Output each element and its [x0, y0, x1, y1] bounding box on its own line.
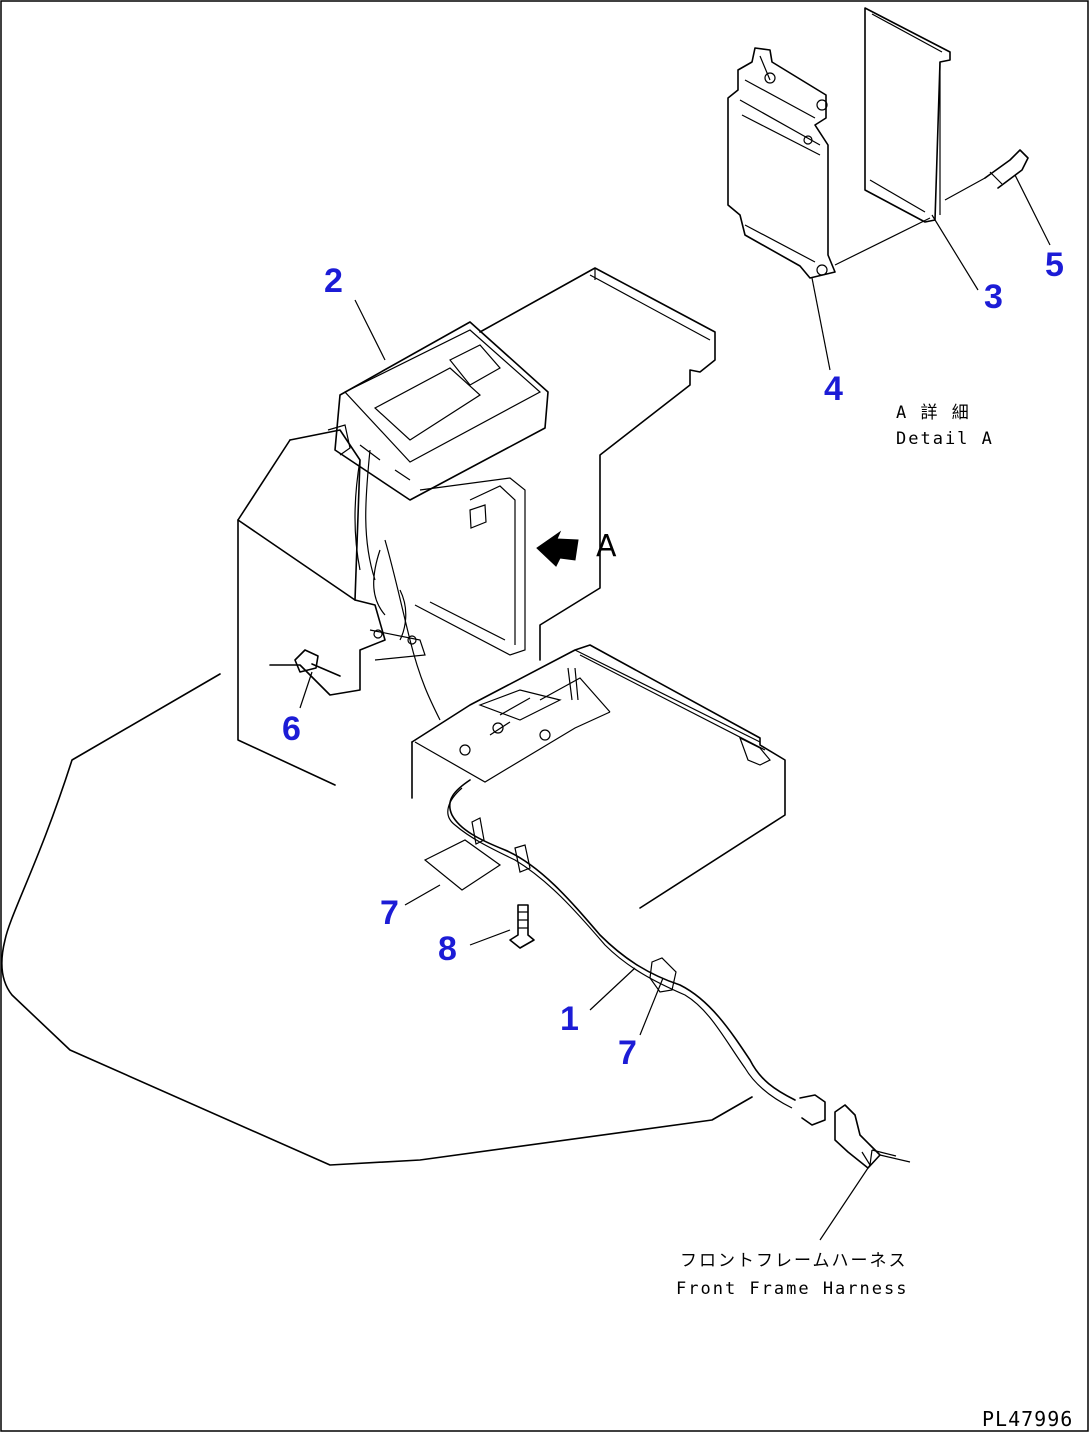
- callout-1: 1: [560, 1000, 579, 1038]
- harness-label-jp: フロントフレームハーネス: [680, 1251, 908, 1271]
- drawing-code: PL47996: [982, 1407, 1073, 1431]
- callout-6: 6: [282, 710, 301, 748]
- callout-8: 8: [438, 930, 457, 968]
- view-letter: A: [596, 529, 617, 564]
- detail-label-jp: A 詳 細: [896, 403, 971, 423]
- callout-7-clamp: 7: [618, 1034, 637, 1072]
- callout-7-clip: 7: [380, 894, 399, 932]
- detail-label-en: Detail A: [896, 429, 994, 449]
- view-arrow: [536, 530, 579, 567]
- harness-label-en: Front Frame Harness: [676, 1279, 908, 1299]
- callout-4: 4: [824, 370, 843, 408]
- callout-5: 5: [1045, 246, 1064, 284]
- callout-2: 2: [324, 262, 343, 300]
- main-assembly-drawing: [1, 267, 911, 1241]
- callout-3: 3: [984, 278, 1003, 316]
- detail-a-drawing: [727, 7, 1051, 371]
